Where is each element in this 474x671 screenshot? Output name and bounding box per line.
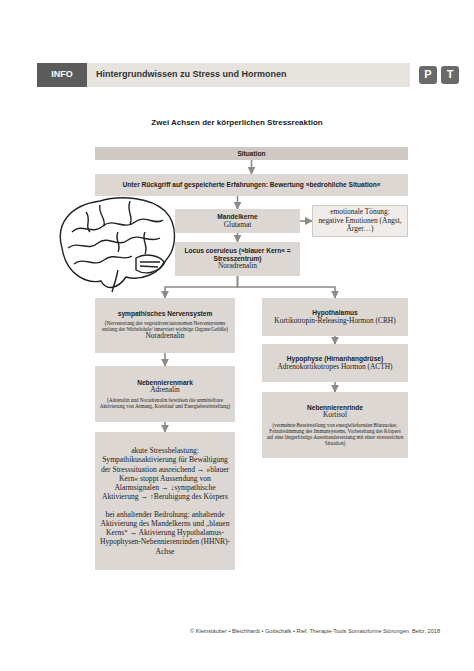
icon-square (441, 66, 459, 84)
info-tag (37, 63, 87, 87)
box-text: (Adrenalin und Noradrenalin bewirken die… (99, 397, 231, 409)
header-text: Hintergrundwissen zu Stress und Hormonen (96, 69, 406, 79)
flow-arrow (251, 160, 253, 174)
box-text: Adrenalin (150, 386, 180, 395)
box-text: (Nervenstrang des vegetativen/autonomen … (99, 320, 231, 332)
box-text: (vermehrte Bereitstellung von energielie… (266, 422, 404, 447)
box-heading: Situation (237, 150, 265, 158)
copyright-note: © Kleinstäuber • Bleichhardt • Gottschal… (40, 628, 440, 634)
icon-letter: T (441, 68, 459, 80)
flow-arrow (237, 196, 239, 209)
flow-arrow (334, 382, 336, 392)
box-heading: Hypophyse (Hirnanhangdrüse) (287, 355, 383, 363)
icon-square (419, 66, 437, 84)
adrenal-medulla-box: NebennierenmarkAdrenalin (Adrenalin und N… (95, 366, 235, 422)
box-heading: Mandelkerne (217, 213, 257, 221)
situation-band: Situation (95, 147, 408, 160)
appraisal-box: Unter Rückgriff auf gespeicherte Erfahru… (95, 174, 408, 196)
box-text: bei anhaltender Bedrohung: anhaltende Ak… (99, 510, 231, 556)
box-text: Adrenokortikotropes Hormon (ACTH) (278, 363, 393, 372)
brain-illustration (60, 198, 174, 292)
box-heading: Nebennierenrinde (307, 404, 363, 412)
pituitary-box: Hypophyse (Hirnanhangdrüse)Adrenokortiko… (262, 344, 408, 382)
flow-arrow (334, 336, 336, 344)
adrenal-cortex-box: NebennierenrindeKortisol (vermehrte Berei… (262, 392, 408, 458)
icon-letter: P (419, 68, 437, 80)
box-heading: emotionale Tönung: negative Emotionen (A… (317, 208, 403, 234)
box-heading: Locus coeruleus (»blauer Kern« = Stressz… (179, 247, 296, 263)
header-text: INFO (37, 69, 87, 79)
diagram-title: Zwei Achsen der körperlichen Stressreakt… (0, 118, 474, 127)
flow-arrow (164, 422, 166, 432)
box-heading: Hypothalamus (312, 309, 357, 317)
box-text: Noradrenalin (146, 332, 185, 341)
box-heading: Unter Rückgriff auf gespeicherte Erfahru… (123, 181, 381, 189)
flow-arrow (165, 276, 238, 298)
flow-arrow (237, 233, 239, 242)
sympathetic-box: sympathisches Nervensystem (Nervenstrang … (95, 298, 235, 353)
box-text: Kortikotropin-Releasing-Hormon (CRH) (274, 317, 395, 326)
flow-arrow (300, 220, 312, 222)
flow-arrow (238, 276, 336, 298)
box-heading: sympathisches Nervensystem (118, 310, 213, 318)
box-text: Kortisol (323, 411, 347, 420)
flow-arrow (164, 353, 166, 366)
box-heading: Nebennierenmark (137, 379, 193, 387)
box-text: Noradrenalin (218, 262, 257, 271)
explanation-box: akute Stressbelastung: Sympathikusaktivi… (95, 432, 235, 570)
amygdala-box: MandelkerneGlutamat (175, 209, 300, 233)
box-text: Glutamat (224, 221, 252, 230)
box-heading: akute Stressbelastung: Sympathikusaktivi… (99, 446, 231, 502)
locus-box: Locus coeruleus (»blauer Kern« = Stressz… (175, 242, 300, 276)
header-band (37, 63, 410, 87)
emotion-box: emotionale Tönung: negative Emotionen (A… (312, 205, 408, 237)
hypothalamus-box: HypothalamusKortikotropin-Releasing-Horm… (262, 298, 408, 336)
